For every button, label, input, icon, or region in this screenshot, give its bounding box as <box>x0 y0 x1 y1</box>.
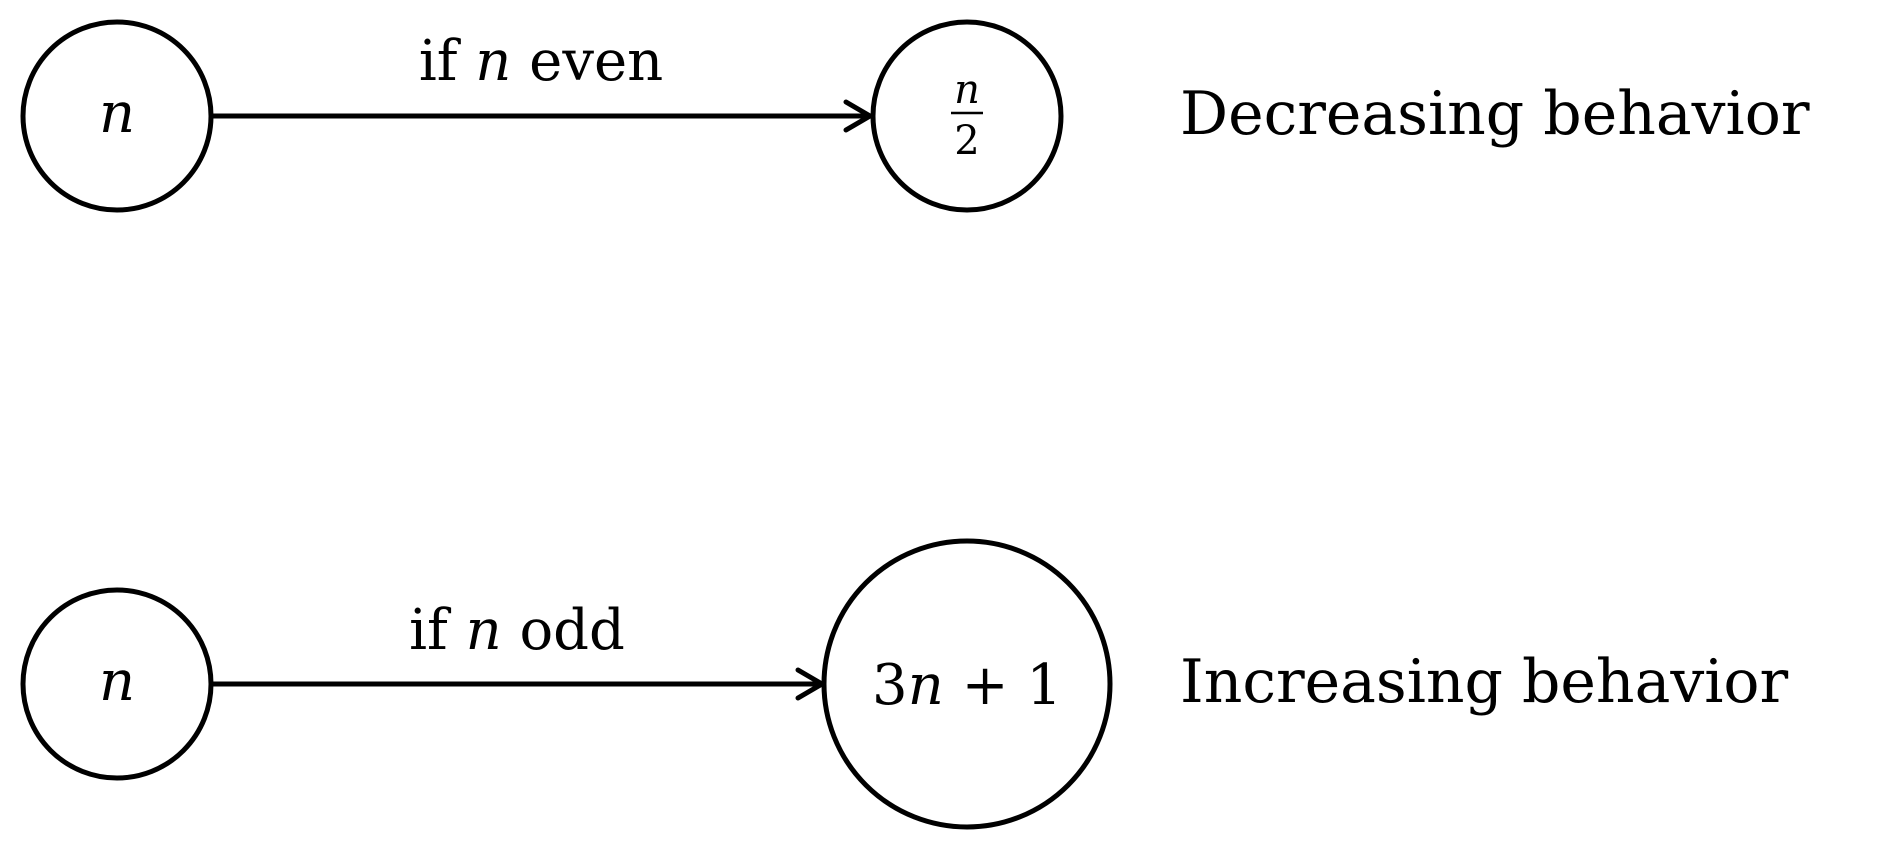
source-node-odd: n <box>20 587 214 781</box>
behavior-label-decreasing: Decreasing behavior <box>1180 79 1810 149</box>
target-node-odd: 3n + 1 <box>821 538 1113 830</box>
source-node-even-label: n <box>99 81 135 146</box>
edge-odd-label-prefix: if <box>409 598 452 663</box>
edge-odd-label-suffix: odd <box>519 598 624 663</box>
target-node-odd-circle <box>821 538 1113 830</box>
source-node-even: n <box>20 19 214 213</box>
edge-even-label-suffix: even <box>529 29 663 94</box>
edge-even <box>211 99 873 133</box>
edge-odd <box>211 667 825 701</box>
target-node-odd-label: 3n + 1 <box>872 653 1062 718</box>
target-node-even-circle <box>870 19 1064 213</box>
edge-even-label-prefix: if <box>419 29 462 94</box>
fraction-denominator: 2 <box>954 118 979 164</box>
edge-even-arrowhead <box>843 99 873 133</box>
expression-const: 1 <box>1026 653 1062 718</box>
edge-odd-label-var: n <box>466 598 502 663</box>
edge-even-label: if n even <box>419 29 663 94</box>
row-odd: n if n odd 3n + 1 Increasing behavior <box>20 538 1789 830</box>
fraction-numerator: n <box>954 67 980 113</box>
source-node-odd-label: n <box>99 649 135 714</box>
row-even: n if n even n 2 Decreasing behavior <box>20 19 1810 213</box>
behavior-label-increasing: Increasing behavior <box>1180 647 1789 717</box>
expression-var: n <box>908 653 944 718</box>
expression-op: + <box>962 653 1009 718</box>
edge-even-label-var: n <box>475 29 511 94</box>
target-node-even: n 2 <box>870 19 1064 213</box>
expression-coef: 3 <box>872 653 908 718</box>
edge-odd-label: if n odd <box>409 598 625 663</box>
